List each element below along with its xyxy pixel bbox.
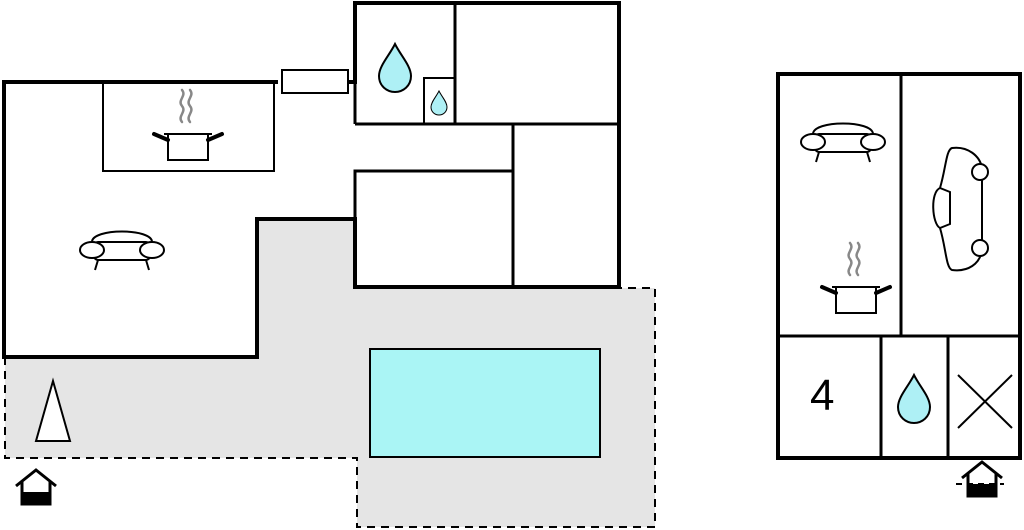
- legend-box: 4: [776, 72, 1022, 460]
- sofa-icon: [79, 230, 165, 271]
- cooking-pot-icon: [820, 241, 892, 315]
- car-icon: [932, 146, 989, 272]
- terrace-dashed-outline: [4, 287, 656, 528]
- entrance-house-icon[interactable]: [14, 468, 58, 506]
- bedroom-room: [353, 169, 513, 287]
- cooking-pot-icon: [152, 88, 224, 162]
- water-drop-icon: [897, 374, 931, 424]
- bedrooms-count: 4: [810, 371, 834, 420]
- entrance-house-icon[interactable]: [960, 460, 1004, 498]
- north-arrow-icon: [34, 377, 72, 442]
- window-element: [281, 69, 349, 94]
- cross-icon: [957, 374, 1013, 429]
- water-drop-icon: [430, 90, 448, 116]
- kitchen-room: [102, 81, 275, 172]
- water-drop-icon: [378, 43, 412, 93]
- shower-cell: [423, 77, 456, 125]
- sofa-icon: [800, 122, 886, 163]
- entrance-marker[interactable]: [956, 460, 1004, 498]
- swimming-pool: [369, 348, 601, 458]
